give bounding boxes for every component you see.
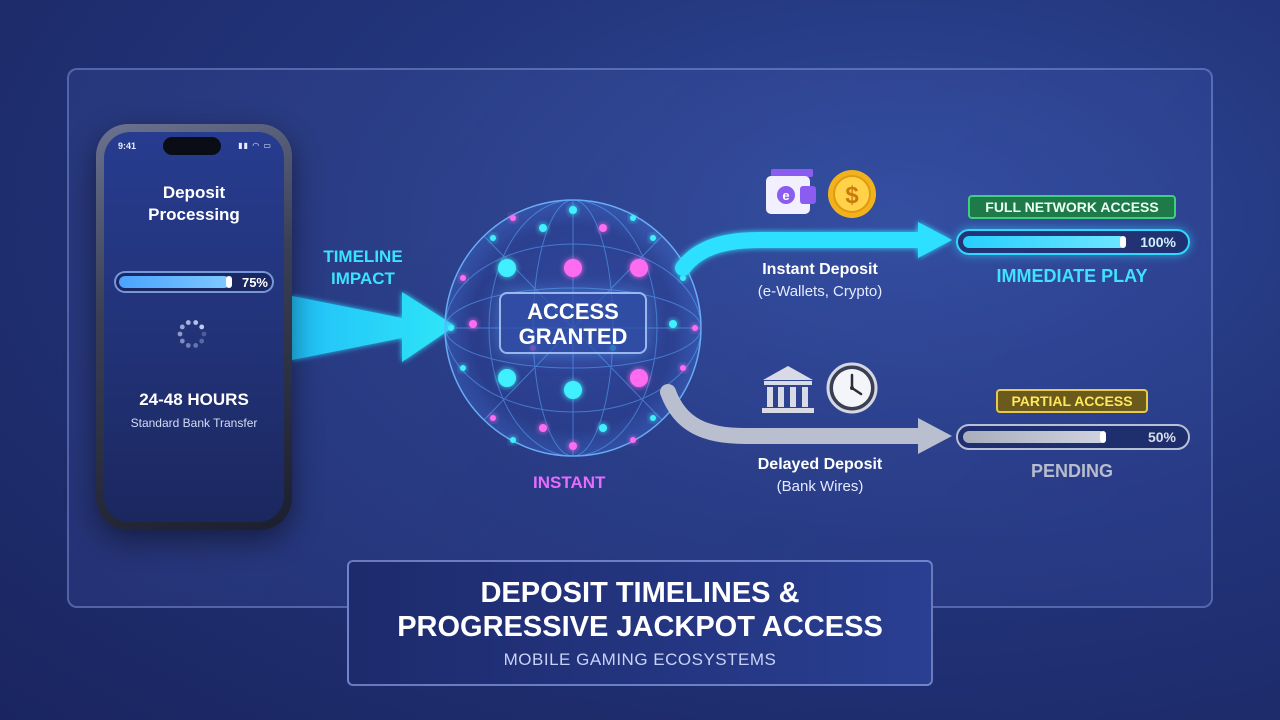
full-access-progress-label: 100% xyxy=(1140,234,1176,250)
delayed-arrowhead xyxy=(918,418,952,454)
partial-access-progress-knob xyxy=(1100,431,1106,443)
timeline-line1: TIMELINE xyxy=(323,247,403,266)
full-access-progress-knob xyxy=(1120,236,1126,248)
spinner-dot xyxy=(179,324,185,330)
spinner-dot xyxy=(185,320,191,325)
partial-access-progress-label: 50% xyxy=(1147,429,1176,445)
network-node xyxy=(599,224,607,232)
timeline-arrow xyxy=(292,292,455,362)
access-line2: GRANTED xyxy=(518,324,628,349)
network-node xyxy=(569,206,577,214)
network-node xyxy=(460,275,466,281)
network-node xyxy=(680,365,686,371)
instant-deposit-subtitle: (e-Wallets, Crypto) xyxy=(757,283,883,300)
delayed-arrow xyxy=(660,384,928,444)
subtitle: MOBILE GAMING ECOSYSTEMS xyxy=(503,650,777,669)
timeline-impact-label: TIMELINE IMPACT xyxy=(316,246,410,290)
phone-progress-knob xyxy=(226,276,232,288)
spinner-dot xyxy=(199,338,205,344)
status-time: 9:41 xyxy=(118,141,137,151)
network-node xyxy=(630,437,636,443)
spinner-dot xyxy=(193,343,199,348)
spinner-dot xyxy=(185,343,191,348)
network-node xyxy=(564,259,582,277)
partial-access-progress-bar: 50% xyxy=(956,424,1190,450)
phone-hours: 24-48 HOURS xyxy=(139,390,249,409)
instant-arrow xyxy=(675,232,928,276)
network-node xyxy=(498,259,516,277)
access-line1: ACCESS xyxy=(527,299,619,324)
phone-notch xyxy=(163,137,221,155)
spinner-dot xyxy=(199,324,205,330)
network-node xyxy=(510,215,516,221)
network-node xyxy=(630,215,636,221)
network-node xyxy=(630,259,648,277)
spinner-dot xyxy=(177,331,183,337)
main-title: DEPOSIT TIMELINES & PROGRESSIVE JACKPOT … xyxy=(349,576,931,644)
phone-title: Deposit Processing xyxy=(104,182,284,226)
main-title-line1: DEPOSIT TIMELINES & xyxy=(480,577,800,609)
network-node xyxy=(539,424,547,432)
delayed-deposit-subtitle: (Bank Wires) xyxy=(776,478,864,495)
phone-progress-fill xyxy=(119,276,230,288)
network-node xyxy=(510,437,516,443)
network-node xyxy=(460,365,466,371)
partial-access-progress-fill xyxy=(963,431,1106,443)
instant-deposit-title: Instant Deposit xyxy=(762,261,878,278)
spinner-dot xyxy=(201,331,207,337)
main-title-line2: PROGRESSIVE JACKPOT ACCESS xyxy=(397,611,883,643)
full-access-progress-bar: 100% xyxy=(956,229,1190,255)
bank-icon xyxy=(762,366,814,413)
timeline-line2: IMPACT xyxy=(331,269,395,288)
title-box: DEPOSIT TIMELINES & PROGRESSIVE JACKPOT … xyxy=(347,560,933,686)
network-node xyxy=(680,275,686,281)
instant-label: INSTANT xyxy=(533,473,606,492)
network-node xyxy=(564,381,582,399)
phone-progress-label: 75% xyxy=(241,275,268,290)
phone-screen: 9:41 ▮▮ ◠ ▭ Deposit Processing 75% 24-48… xyxy=(104,132,284,522)
dollar-coin-icon: $ xyxy=(828,170,876,218)
phone-method: Standard Bank Transfer xyxy=(130,416,258,430)
network-node xyxy=(669,320,677,328)
spinner-dot xyxy=(193,320,199,325)
network-node xyxy=(650,235,656,241)
phone-title-line2: Processing xyxy=(148,205,240,224)
partial-access-badge: PARTIAL ACCESS xyxy=(996,389,1148,413)
pending-label: PENDING xyxy=(1030,461,1113,481)
loading-spinner-icon xyxy=(177,320,207,348)
network-node xyxy=(490,235,496,241)
network-node xyxy=(490,415,496,421)
network-node xyxy=(469,320,477,328)
network-node xyxy=(498,369,516,387)
instant-arrowhead xyxy=(918,222,952,258)
access-granted-box: ACCESS GRANTED xyxy=(499,292,647,354)
immediate-play-label: IMMEDIATE PLAY xyxy=(996,266,1148,286)
phone-title-line1: Deposit xyxy=(162,183,226,202)
clock-icon xyxy=(826,362,878,414)
svg-text:$: $ xyxy=(845,182,859,209)
spinner-dot xyxy=(179,338,185,344)
signal-wifi-battery-icon: ▮▮ ◠ ▭ xyxy=(238,141,272,150)
network-node xyxy=(539,224,547,232)
network-node xyxy=(448,325,454,331)
phone-progress-bar: 75% xyxy=(114,271,274,293)
delayed-deposit-title: Delayed Deposit xyxy=(757,456,883,473)
full-network-access-badge: FULL NETWORK ACCESS xyxy=(968,195,1176,219)
e-wallet-icon: e xyxy=(766,169,816,214)
network-node xyxy=(599,424,607,432)
full-access-progress-fill xyxy=(963,236,1126,248)
network-node xyxy=(630,369,648,387)
phone-mockup: 9:41 ▮▮ ◠ ▭ Deposit Processing 75% 24-48… xyxy=(96,124,292,530)
network-node xyxy=(650,415,656,421)
network-node xyxy=(692,325,698,331)
svg-text:e: e xyxy=(782,188,789,203)
network-node xyxy=(569,442,577,450)
